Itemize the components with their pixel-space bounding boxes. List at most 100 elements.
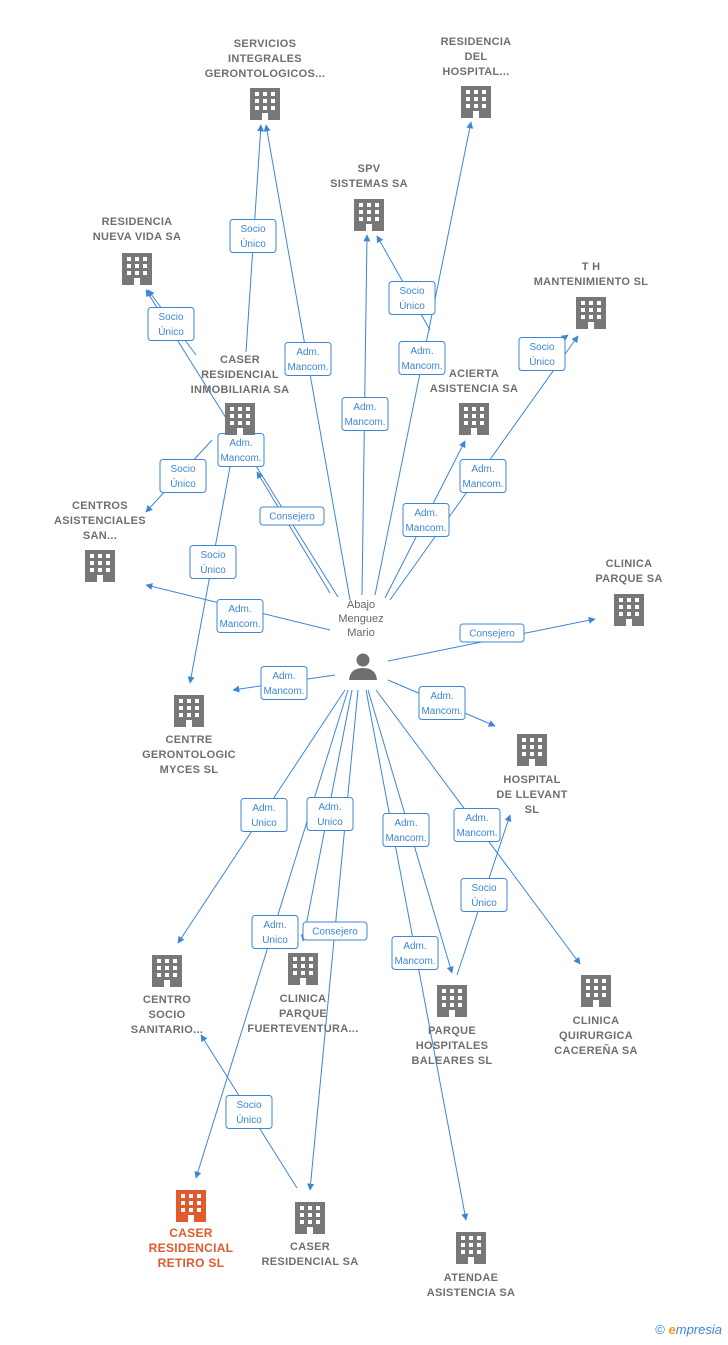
relation-label-box	[147, 307, 195, 341]
relation-label-person-to-spv[interactable]: Adm.Mancom.	[341, 397, 389, 431]
relation-label-box	[459, 623, 525, 643]
company-name-line: RESIDENCIAL SA	[262, 1256, 359, 1268]
relation-label-text: Adm.	[394, 818, 417, 829]
relation-label-box	[225, 1095, 273, 1129]
company-node-clinica_fuerte[interactable]: CLINICAPARQUEFUERTEVENTURA...	[247, 953, 358, 1035]
relation-label-person-to-caser_retiro[interactable]: Adm.Unico	[251, 915, 299, 949]
building-icon	[250, 88, 280, 120]
person-icon	[349, 653, 377, 680]
relation-label-person-to-res_hospital[interactable]: Adm.Mancom.	[398, 341, 446, 375]
relation-label-person-to-caser_inmob[interactable]: Consejero	[259, 506, 325, 526]
company-name-line: SOCIO	[149, 1009, 186, 1021]
company-name-line: QUIRURGICA	[559, 1030, 633, 1042]
relation-label-person-to-clinica_parque[interactable]: Consejero	[459, 623, 525, 643]
company-name-line: HOSPITAL...	[442, 66, 509, 78]
relation-label-text: Socio	[200, 550, 225, 561]
company-name-line: HOSPITAL	[503, 774, 560, 786]
relation-label-person-to-res_nueva_vida[interactable]: Adm.Mancom.	[217, 433, 265, 467]
relation-label-person-to-parque_hosp[interactable]: Adm.Mancom.	[382, 813, 430, 847]
relation-label-person-to-centros_asis[interactable]: Adm.Mancom.	[216, 599, 264, 633]
relation-label-person-to-atendae[interactable]: Adm.Mancom.	[391, 936, 439, 970]
relation-label-person-to-caser_res[interactable]: Consejero	[302, 921, 368, 941]
relation-edge-person-to-caser_inmob	[256, 471, 331, 594]
relation-label-text: Mancom.	[462, 479, 503, 490]
company-name-line: SANITARIO...	[131, 1024, 203, 1036]
relation-label-text: Socio	[240, 224, 265, 235]
building-icon	[174, 695, 204, 727]
relation-label-text: Mancom.	[405, 523, 446, 534]
company-node-centro_socio[interactable]: CENTROSOCIOSANITARIO...	[131, 955, 203, 1036]
building-icon	[295, 1202, 325, 1234]
relation-label-text: Socio	[471, 883, 496, 894]
building-icon	[225, 403, 255, 435]
relation-label-person-to-servicios[interactable]: Adm.Mancom.	[284, 342, 332, 376]
company-name-line: SAN...	[83, 530, 117, 542]
company-node-th[interactable]: T H MANTENIMIENTO SL	[534, 261, 649, 329]
company-node-acierta[interactable]: ACIERTA ASISTENCIA SA	[430, 368, 518, 435]
relation-label-person-to-centre_geronto[interactable]: Adm.Mancom.	[260, 666, 308, 700]
relation-label-text: Socio	[236, 1100, 261, 1111]
relation-label-person-to-th[interactable]: Adm.Mancom.	[459, 459, 507, 493]
company-name-line: CENTRE	[165, 734, 212, 746]
company-name-line: CLINICA	[606, 558, 653, 570]
relation-label-text: Consejero	[469, 629, 515, 640]
company-name-line: HOSPITALES	[416, 1040, 488, 1052]
relation-label-text: Único	[158, 325, 184, 338]
building-icon	[152, 955, 182, 987]
company-name-line: ASISTENCIA SA	[430, 383, 518, 395]
relation-label-text: Único	[529, 355, 555, 368]
person-name-line: Menguez	[338, 613, 383, 625]
relation-label-person-to-centro_socio[interactable]: Adm.Unico	[240, 798, 288, 832]
relation-label-text: Socio	[399, 286, 424, 297]
relation-label-person-to-clinica_quir[interactable]: Adm.Mancom.	[453, 808, 501, 842]
relation-label-box	[341, 397, 389, 431]
company-node-centros_asis[interactable]: CENTROSASISTENCIALESSAN...	[54, 500, 146, 582]
relation-label-text: Único	[170, 477, 196, 490]
relation-label-text: Mancom.	[394, 956, 435, 967]
company-name-line: RETIRO SL	[158, 1256, 225, 1270]
relation-label-person-to-clinica_fuerte[interactable]: Adm.Unico	[306, 797, 354, 831]
company-name-line: T H	[582, 261, 601, 273]
person-name-line: Abajo	[347, 599, 375, 611]
building-icon	[122, 253, 152, 285]
footer-brand[interactable]: © empresia	[655, 1322, 722, 1337]
company-name-line: ACIERTA	[449, 368, 499, 380]
relation-label-person-to-hospital_llevant[interactable]: Adm.Mancom.	[418, 686, 466, 720]
company-node-servicios[interactable]: SERVICIOSINTEGRALESGERONTOLOGICOS...	[205, 38, 325, 120]
company-name-line: MANTENIMIENTO SL	[534, 276, 649, 288]
brand-logo-initial: e	[668, 1322, 676, 1337]
relation-label-box	[402, 503, 450, 537]
relation-label-person-to-acierta[interactable]: Adm.Mancom.	[402, 503, 450, 537]
relation-label-box	[453, 808, 501, 842]
building-icon	[576, 297, 606, 329]
company-name-line: RESIDENCIA	[441, 36, 512, 48]
relation-label-text: Mancom.	[421, 706, 462, 717]
relation-label-box	[259, 506, 325, 526]
company-node-res_hospital[interactable]: RESIDENCIADELHOSPITAL...	[441, 36, 512, 118]
company-name-line: CASER	[220, 354, 260, 366]
relation-label-text: Unico	[262, 935, 288, 946]
building-icon	[517, 734, 547, 766]
